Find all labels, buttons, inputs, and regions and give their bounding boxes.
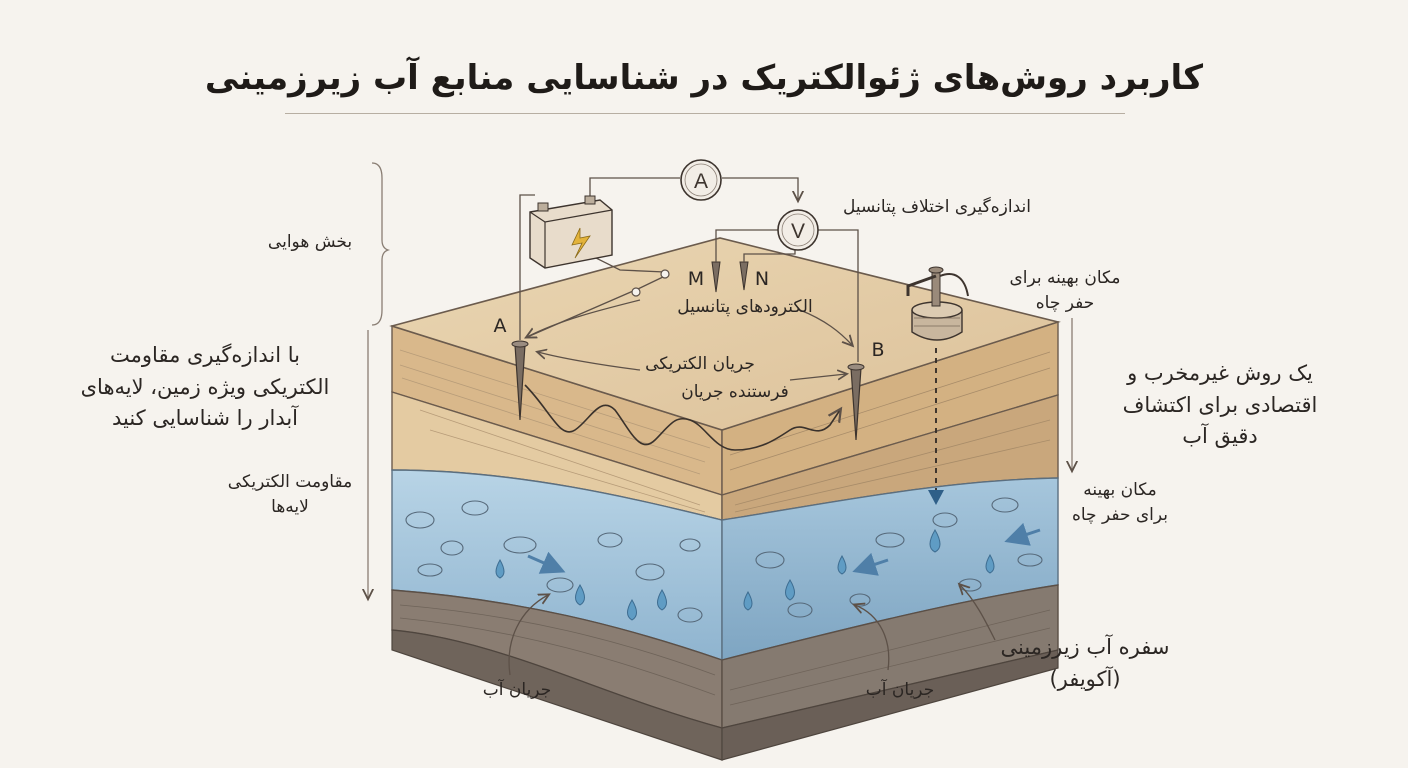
method-line-1: یک روش غیرمخرب و	[1127, 361, 1313, 385]
aquifer-flow-arrows	[527, 522, 1041, 576]
best-location-top-line-1: مکان بهینه برای	[1009, 268, 1121, 288]
water-droplets	[495, 529, 995, 621]
callout-aquifer	[960, 585, 996, 641]
current-wave	[524, 384, 840, 451]
best-location-mid-line-2: برای حفر چاه	[1071, 504, 1169, 525]
aquifer-pebbles	[405, 497, 1043, 623]
current-arrow-right	[799, 309, 852, 345]
right-layer-base	[721, 649, 1059, 761]
water-flow-right-label: جریان آب	[865, 680, 935, 700]
method-line-3: دقیق آب	[1182, 424, 1258, 448]
electrode-n-label: N	[754, 268, 770, 290]
water-flow-left-label: جریان آب	[482, 680, 552, 700]
voltmeter-symbol: V	[791, 220, 805, 243]
best-location-mid-label: مکان بهینه برای حفر چاه	[1050, 478, 1190, 527]
electrode-b	[847, 363, 865, 441]
aquifer-line-1: سفره آب زیرزمینی	[1000, 635, 1170, 659]
resistivity-line-2: لایه‌ها	[271, 496, 309, 517]
resistivity-line-1: مقاومت الکتریکی	[227, 472, 353, 492]
electrode-m-label: M	[687, 268, 705, 290]
current-arrow-a-in	[538, 352, 641, 371]
intro-text: با اندازه‌گیری مقاومت الکتریکی ویژه زمین…	[55, 340, 355, 435]
current-arrow-b-in	[789, 374, 846, 381]
switch	[631, 269, 670, 297]
method-line-2: اقتصادی برای اکتشاف	[1122, 392, 1318, 417]
electrode-a-label: A	[493, 315, 507, 337]
callout-water-flow-left	[508, 595, 548, 676]
right-face	[721, 321, 1059, 761]
well-drill-arrowhead	[928, 490, 944, 505]
intro-line-1: با اندازه‌گیری مقاومت	[110, 343, 300, 367]
page-title: کاربرد روش‌های ژئوالکتریک در شناسایی منا…	[204, 58, 1204, 98]
title-underline	[285, 113, 1125, 114]
electrode-b-label: B	[871, 339, 885, 361]
potential-electrodes-label: الکترودهای پتانسیل	[677, 297, 813, 317]
ammeter-symbol: A	[694, 170, 708, 193]
right-layer-bedrock	[721, 584, 1059, 729]
voltmeter-icon: V	[777, 209, 819, 251]
air-section-bracket	[371, 162, 391, 326]
ground-surface	[389, 237, 1061, 431]
current-sender-label: فرستنده جریان	[681, 382, 789, 402]
well-icon	[906, 266, 969, 341]
best-location-mid-line-1: مکان بهینه	[1083, 480, 1157, 500]
aquifer-line-2: (آکویفر)	[1049, 666, 1121, 691]
battery-icon	[529, 195, 613, 269]
potential-difference-label: اندازه‌گیری اختلاف پتانسیل	[842, 197, 1031, 217]
air-section-label: بخش هوایی	[267, 232, 353, 252]
resistivity-label: مقاومت الکتریکی لایه‌ها	[215, 470, 365, 519]
callout-water-flow-right	[855, 605, 890, 671]
intro-line-2: الکتریکی ویژه زمین، لایه‌های	[80, 374, 330, 399]
best-location-top-label: مکان بهینه برای حفر چاه	[990, 266, 1140, 315]
best-location-top-line-2: حفر چاه	[1035, 292, 1095, 313]
ammeter-icon: A	[680, 159, 722, 201]
intro-line-3: آبدار را شناسایی کنید	[111, 406, 299, 430]
aquifer-label: سفره آب زیرزمینی (آکویفر)	[975, 632, 1195, 695]
electrode-a	[511, 340, 529, 421]
method-text: یک روش غیرمخرب و اقتصادی برای اکتشاف دقی…	[1095, 358, 1345, 453]
electric-current-label: جریان الکتریکی	[645, 354, 755, 374]
